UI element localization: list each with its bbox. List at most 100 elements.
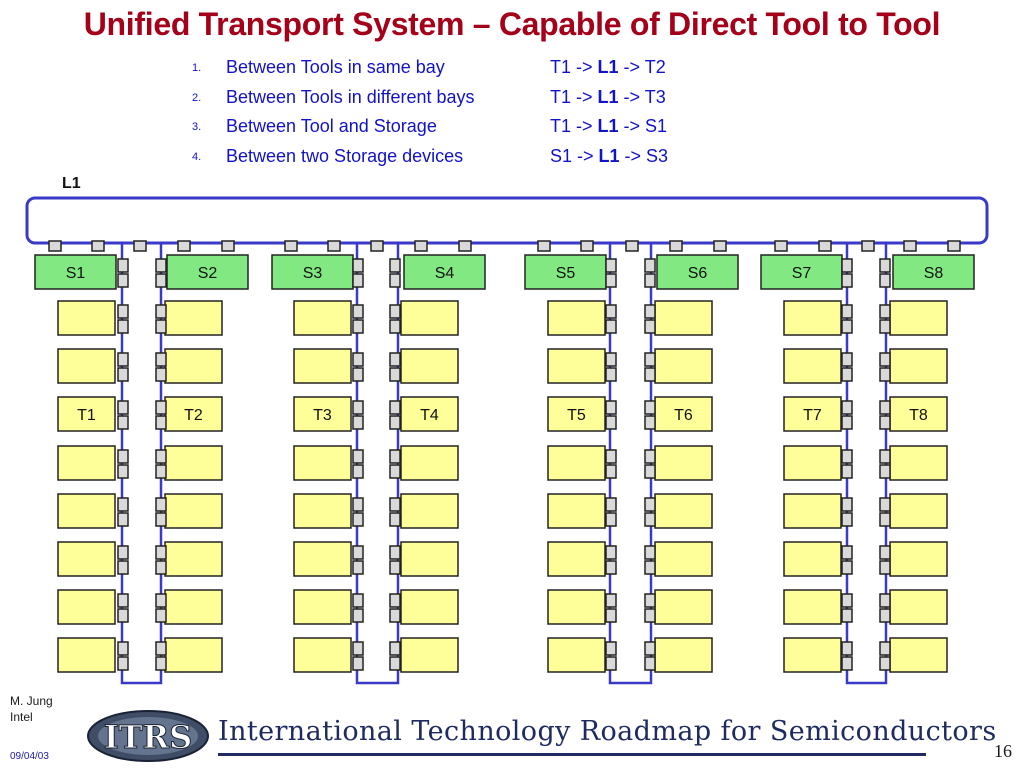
loop-port: [625, 240, 639, 252]
device-port: [841, 512, 853, 527]
device-port: [352, 464, 364, 479]
tool-slot: [293, 637, 352, 673]
storage-s4: [403, 254, 486, 290]
tool-slot: [547, 300, 606, 336]
device-port: [389, 319, 401, 334]
device-port: [117, 400, 129, 415]
tool-t7: [783, 396, 842, 432]
device-port: [155, 593, 167, 608]
tool-slot: [57, 445, 116, 481]
device-port: [389, 449, 401, 464]
device-port: [155, 560, 167, 575]
loop-port: [669, 240, 683, 252]
tool-label: T8: [909, 407, 928, 424]
loop-port: [458, 240, 472, 252]
device-port: [352, 319, 364, 334]
device-port: [117, 512, 129, 527]
device-port: [352, 304, 364, 319]
device-port: [155, 464, 167, 479]
loop-port: [774, 240, 788, 252]
device-port: [117, 560, 129, 575]
device-port: [879, 593, 891, 608]
device-port: [352, 608, 364, 623]
tool-slot: [164, 589, 223, 625]
device-port: [879, 608, 891, 623]
device-port: [389, 367, 401, 382]
tool-slot: [889, 493, 948, 529]
tool-slot: [400, 445, 459, 481]
device-port: [155, 415, 167, 430]
device-port: [117, 656, 129, 671]
device-port: [155, 545, 167, 560]
tool-slot: [164, 541, 223, 577]
tool-slot: [783, 348, 842, 384]
device-port: [605, 464, 617, 479]
tool-slot: [654, 348, 713, 384]
case-route: S1 -> L1 -> S3: [550, 145, 669, 166]
device-port: [155, 656, 167, 671]
device-port: [879, 304, 891, 319]
device-port: [841, 464, 853, 479]
device-port: [352, 641, 364, 656]
storage-s1: [34, 254, 117, 290]
device-port: [117, 415, 129, 430]
author-org: Intel: [10, 710, 33, 724]
device-port: [644, 545, 656, 560]
device-port: [841, 593, 853, 608]
device-port: [879, 273, 891, 288]
loop-port: [284, 240, 298, 252]
device-port: [352, 258, 364, 273]
tool-slot: [547, 589, 606, 625]
org-name: International Technology Roadmap for Sem…: [218, 716, 997, 747]
loop-port: [91, 240, 105, 252]
device-port: [879, 464, 891, 479]
device-port: [879, 258, 891, 273]
loop-l1: [25, 196, 989, 245]
tool-slot: [164, 493, 223, 529]
device-port: [155, 273, 167, 288]
device-port: [879, 352, 891, 367]
tool-t1: [57, 396, 116, 432]
loop-label: L1: [62, 175, 81, 192]
device-port: [605, 400, 617, 415]
storage-s8: [892, 254, 975, 290]
device-port: [644, 560, 656, 575]
tool-slot: [654, 300, 713, 336]
device-port: [841, 304, 853, 319]
tool-slot: [57, 300, 116, 336]
tool-slot: [889, 541, 948, 577]
device-port: [841, 367, 853, 382]
device-port: [605, 352, 617, 367]
tool-t4: [400, 396, 459, 432]
device-port: [352, 512, 364, 527]
tool-slot: [889, 300, 948, 336]
tool-slot: [547, 348, 606, 384]
list-item: 3. Between Tool and Storage T1 -> L1 -> …: [180, 116, 740, 146]
device-port: [155, 258, 167, 273]
tool-label: T6: [674, 407, 693, 424]
device-port: [644, 367, 656, 382]
device-port: [155, 352, 167, 367]
device-port: [879, 512, 891, 527]
list-item: 2. Between Tools in different bays T1 ->…: [180, 87, 740, 117]
list-number: 3.: [192, 121, 202, 133]
tool-slot: [783, 493, 842, 529]
loop-port: [580, 240, 594, 252]
device-port: [644, 512, 656, 527]
tool-slot: [293, 589, 352, 625]
device-port: [389, 545, 401, 560]
device-port: [841, 497, 853, 512]
loop-port: [370, 240, 384, 252]
device-port: [117, 497, 129, 512]
device-port: [605, 560, 617, 575]
tool-label: T4: [420, 407, 439, 424]
tool-slot: [293, 541, 352, 577]
device-port: [605, 367, 617, 382]
tool-slot: [400, 300, 459, 336]
itrs-logo: ITRS: [87, 710, 209, 762]
tool-slot: [547, 445, 606, 481]
tool-slot: [654, 493, 713, 529]
tool-slot: [57, 589, 116, 625]
case-route: T1 -> L1 -> T2: [550, 57, 666, 77]
